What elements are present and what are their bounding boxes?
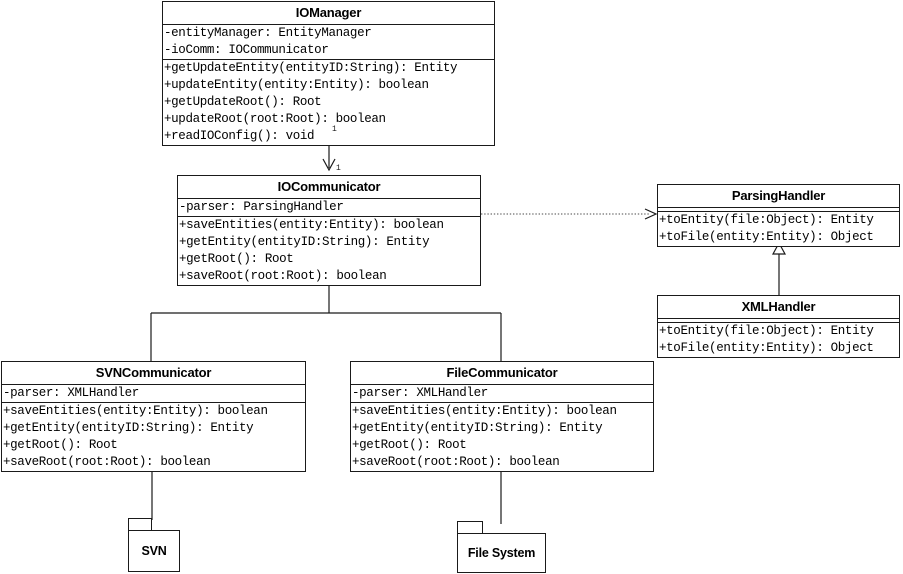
class-box-xmlhandler[interactable]: XMLHandler +toEntity(file:Object): Entit… bbox=[657, 295, 900, 358]
methods-compartment-filecommunicator: +saveEntities(entity:Entity): boolean +g… bbox=[351, 403, 653, 471]
method-item: +updateEntity(entity:Entity): boolean bbox=[164, 78, 429, 92]
class-title-iomanager: IOManager bbox=[163, 2, 494, 25]
package-file-system[interactable]: File System bbox=[457, 521, 546, 573]
attribute-item: -ioComm: IOCommunicator bbox=[164, 43, 329, 57]
class-title-filecommunicator: FileCommunicator bbox=[351, 362, 653, 385]
methods-compartment-iomanager: +getUpdateEntity(entityID:String): Entit… bbox=[163, 60, 494, 145]
edge-iocommunicator-parsinghandler bbox=[481, 208, 658, 220]
method-item: +getUpdateEntity(entityID:String): Entit… bbox=[164, 61, 458, 75]
attribute-item: -entityManager: EntityManager bbox=[164, 26, 372, 40]
method-item: +saveRoot(root:Root): boolean bbox=[179, 269, 387, 283]
class-title-iocommunicator: IOCommunicator bbox=[178, 176, 480, 199]
method-item: +saveRoot(root:Root): boolean bbox=[3, 455, 211, 469]
method-item: +getUpdateRoot(): Root bbox=[164, 95, 322, 109]
package-label-file-system: File System bbox=[467, 546, 536, 560]
class-box-iocommunicator[interactable]: IOCommunicator -parser: ParsingHandler +… bbox=[177, 175, 481, 286]
method-item: +toFile(entity:Entity): Object bbox=[659, 230, 874, 244]
multiplicity-iomanager-end: 1 bbox=[332, 125, 337, 134]
class-box-filecommunicator[interactable]: FileCommunicator -parser: XMLHandler +sa… bbox=[350, 361, 654, 472]
method-item: +saveRoot(root:Root): boolean bbox=[352, 455, 560, 469]
methods-compartment-iocommunicator: +saveEntities(entity:Entity): boolean +g… bbox=[178, 217, 480, 285]
method-item: +toEntity(file:Object): Entity bbox=[659, 213, 874, 227]
method-item: +toEntity(file:Object): Entity bbox=[659, 324, 874, 338]
package-body-svn: SVN bbox=[128, 530, 180, 572]
attributes-compartment-svncommunicator: -parser: XMLHandler bbox=[2, 385, 305, 403]
method-item: +getEntity(entityID:String): Entity bbox=[179, 235, 430, 249]
method-item: +getRoot(): Root bbox=[179, 252, 294, 266]
package-label-svn: SVN bbox=[141, 544, 167, 558]
class-box-svncommunicator[interactable]: SVNCommunicator -parser: XMLHandler +sav… bbox=[1, 361, 306, 472]
method-item: +getEntity(entityID:String): Entity bbox=[352, 421, 603, 435]
class-title-parsinghandler: ParsingHandler bbox=[658, 185, 899, 208]
attributes-compartment-xmlhandler bbox=[658, 319, 899, 323]
class-title-xmlhandler: XMLHandler bbox=[658, 296, 899, 319]
package-svn[interactable]: SVN bbox=[128, 518, 180, 572]
methods-compartment-parsinghandler: +toEntity(file:Object): Entity +toFile(e… bbox=[658, 212, 899, 246]
method-item: +readIOConfig(): void bbox=[164, 129, 315, 143]
attribute-item: -parser: ParsingHandler bbox=[179, 200, 344, 214]
class-box-parsinghandler[interactable]: ParsingHandler +toEntity(file:Object): E… bbox=[657, 184, 900, 247]
package-body-file-system: File System bbox=[457, 533, 546, 573]
method-item: +getRoot(): Root bbox=[3, 438, 118, 452]
class-box-iomanager[interactable]: IOManager -entityManager: EntityManager … bbox=[162, 1, 495, 146]
methods-compartment-xmlhandler: +toEntity(file:Object): Entity +toFile(e… bbox=[658, 323, 899, 357]
method-item: +toFile(entity:Entity): Object bbox=[659, 341, 874, 355]
multiplicity-iocommunicator-end: 1 bbox=[336, 164, 341, 173]
method-item: +getEntity(entityID:String): Entity bbox=[3, 421, 254, 435]
class-title-svncommunicator: SVNCommunicator bbox=[2, 362, 305, 385]
method-item: +saveEntities(entity:Entity): boolean bbox=[179, 218, 444, 232]
attributes-compartment-parsinghandler bbox=[658, 208, 899, 212]
attribute-item: -parser: XMLHandler bbox=[3, 386, 139, 400]
package-tab-icon bbox=[457, 521, 483, 534]
methods-compartment-svncommunicator: +saveEntities(entity:Entity): boolean +g… bbox=[2, 403, 305, 471]
attribute-item: -parser: XMLHandler bbox=[352, 386, 488, 400]
attributes-compartment-filecommunicator: -parser: XMLHandler bbox=[351, 385, 653, 403]
edge-xmlhandler-parsinghandler bbox=[771, 241, 787, 295]
attributes-compartment-iocommunicator: -parser: ParsingHandler bbox=[178, 199, 480, 217]
attributes-compartment-iomanager: -entityManager: EntityManager -ioComm: I… bbox=[163, 25, 494, 60]
package-tab-icon bbox=[128, 518, 152, 531]
method-item: +saveEntities(entity:Entity): boolean bbox=[3, 404, 268, 418]
method-item: +updateRoot(root:Root): boolean bbox=[164, 112, 386, 126]
method-item: +saveEntities(entity:Entity): boolean bbox=[352, 404, 617, 418]
method-item: +getRoot(): Root bbox=[352, 438, 467, 452]
